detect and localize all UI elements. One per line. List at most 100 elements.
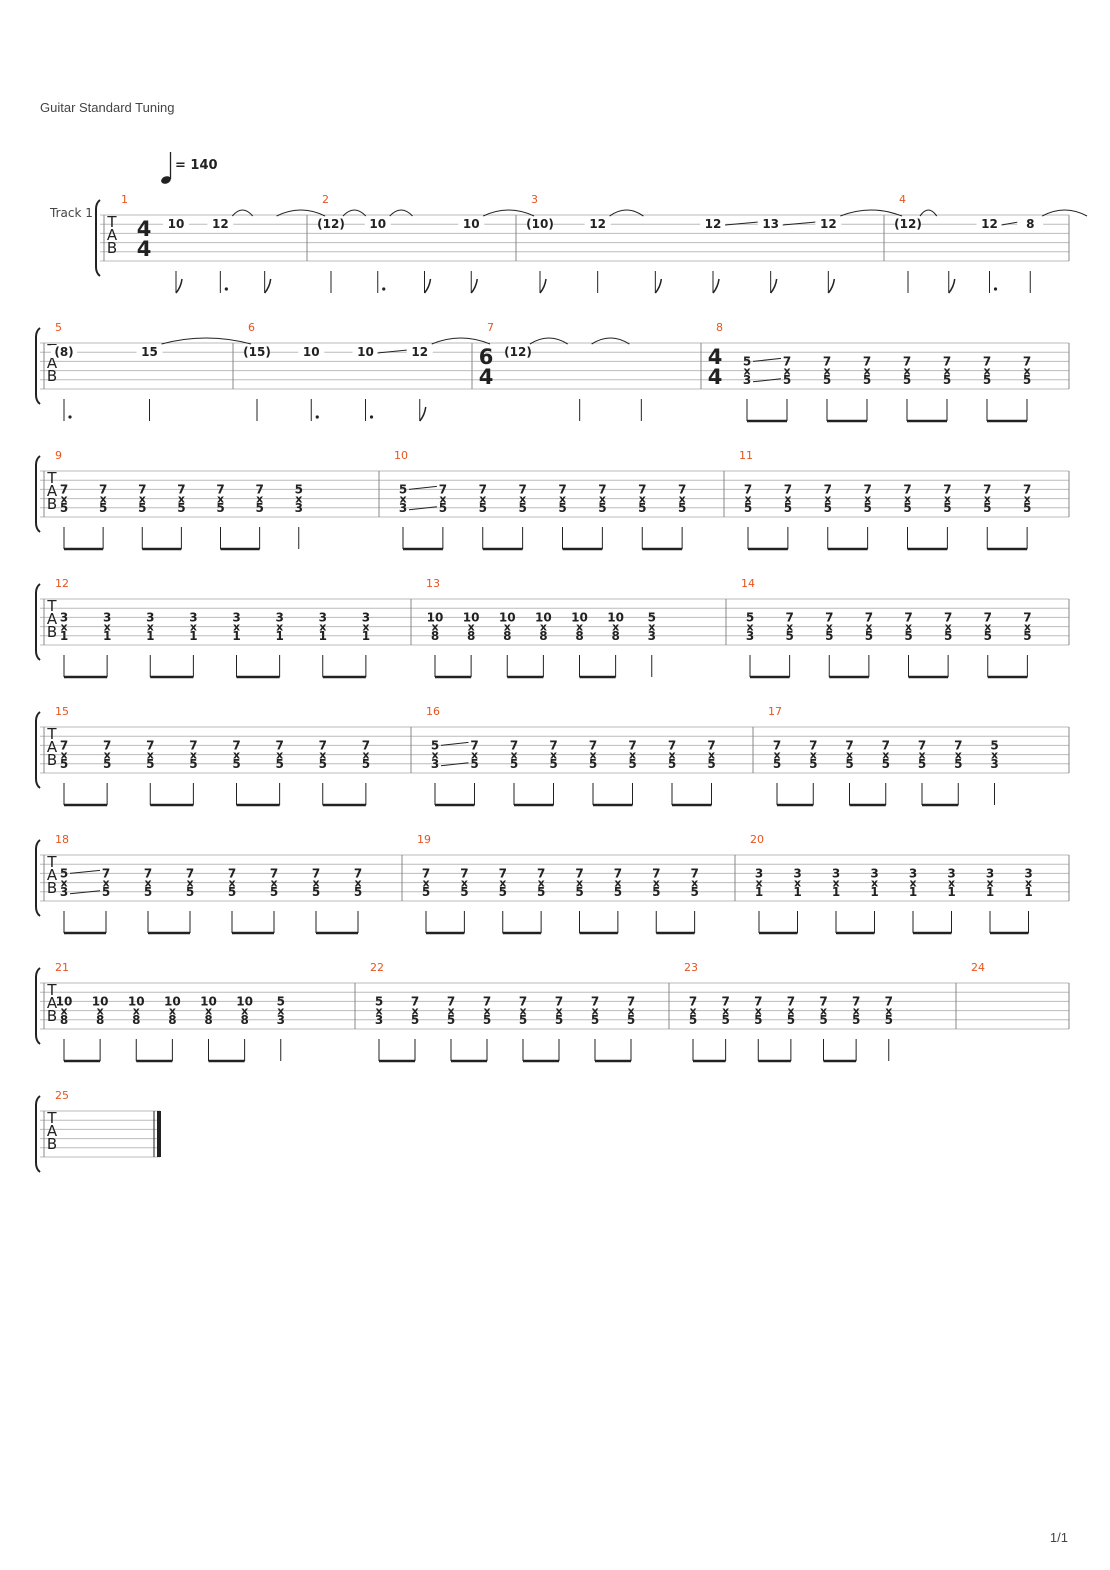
tuning-label: Guitar Standard Tuning bbox=[40, 100, 175, 115]
tab-clef-letter: A bbox=[47, 994, 58, 1012]
fret-number: 8 bbox=[96, 1013, 104, 1027]
dead-note: x bbox=[591, 1005, 598, 1018]
fret-number: 3 bbox=[870, 866, 878, 880]
note-flag bbox=[470, 278, 478, 294]
measure-number: 7 bbox=[487, 321, 494, 334]
fret-number: 5 bbox=[519, 1013, 527, 1027]
fret-number: 5 bbox=[270, 885, 278, 899]
fret-number: 1 bbox=[1024, 885, 1032, 899]
fret-number: 7 bbox=[824, 482, 832, 496]
dead-note: x bbox=[786, 621, 793, 634]
fret-number: 7 bbox=[707, 738, 715, 752]
tab-clef-letter: A bbox=[47, 354, 58, 372]
tie-arc bbox=[161, 337, 252, 345]
fret-number: 7 bbox=[537, 866, 545, 880]
fret-number: 5 bbox=[60, 757, 68, 771]
tab-system: TAB185x37x57x57x57x57x57x57x5197x57x57x5… bbox=[35, 833, 1070, 935]
dead-note: x bbox=[708, 749, 715, 762]
dead-note: x bbox=[986, 877, 993, 890]
measure-number: 16 bbox=[426, 705, 440, 718]
dead-note: x bbox=[233, 621, 240, 634]
tab-clef-letter: A bbox=[47, 482, 58, 500]
fret-number: 5 bbox=[146, 757, 154, 771]
fret-number: 5 bbox=[743, 354, 751, 368]
fret-number: 1 bbox=[986, 885, 994, 899]
fret-number: 7 bbox=[787, 994, 795, 1008]
quarter-note-icon bbox=[161, 176, 171, 184]
fret-number: 8 bbox=[575, 629, 583, 643]
note-flag bbox=[423, 278, 432, 294]
tie-arc bbox=[342, 209, 367, 217]
dead-note: x bbox=[471, 749, 478, 762]
tab-system: TAB97x57x57x57x57x57x55x3105x37x57x57x57… bbox=[35, 449, 1070, 551]
dead-note: x bbox=[178, 493, 185, 506]
dead-note: x bbox=[447, 1005, 454, 1018]
dead-note: x bbox=[823, 365, 830, 378]
dot bbox=[993, 287, 998, 291]
tab-system: TAB157x57x57x57x57x57x57x57x5165x37x57x5… bbox=[35, 705, 1070, 807]
fret-number: 5 bbox=[903, 501, 911, 515]
dead-note: x bbox=[104, 749, 111, 762]
fret-number: 7 bbox=[754, 994, 762, 1008]
fret-number: 5 bbox=[575, 885, 583, 899]
fret-number: 7 bbox=[823, 354, 831, 368]
dead-note: x bbox=[431, 621, 438, 634]
measure-number: 24 bbox=[971, 961, 985, 974]
fret-number: 12 bbox=[212, 217, 229, 231]
dead-note: x bbox=[589, 749, 596, 762]
fret-number: 7 bbox=[598, 482, 606, 496]
fret-number: 5 bbox=[865, 629, 873, 643]
dead-note: x bbox=[439, 493, 446, 506]
dead-note: x bbox=[60, 621, 67, 634]
fret-number: 7 bbox=[744, 482, 752, 496]
fret-bg bbox=[298, 345, 325, 358]
fret-number: 7 bbox=[885, 994, 893, 1008]
fret-number: 5 bbox=[375, 994, 383, 1008]
dead-note: x bbox=[399, 493, 406, 506]
fret-number: 8 bbox=[611, 629, 619, 643]
fret-number: 7 bbox=[614, 866, 622, 880]
fret-number: 3 bbox=[60, 885, 68, 899]
measure-number: 14 bbox=[741, 577, 755, 590]
dead-note: x bbox=[984, 621, 991, 634]
tab-system: TAB2110x810x810x810x810x810x85x3225x37x5… bbox=[35, 961, 1070, 1063]
fret-number: 5 bbox=[483, 1013, 491, 1027]
fret-number: 7 bbox=[627, 994, 635, 1008]
fret-number: 3 bbox=[947, 866, 955, 880]
measure-number: 18 bbox=[55, 833, 69, 846]
dead-note: x bbox=[519, 493, 526, 506]
dead-note: x bbox=[755, 877, 762, 890]
fret-number: 5 bbox=[943, 501, 951, 515]
dead-note: x bbox=[60, 1005, 67, 1018]
tie-arc bbox=[529, 337, 568, 345]
dead-note: x bbox=[104, 621, 111, 634]
tab-clef-letter: T bbox=[46, 597, 57, 615]
dead-note: x bbox=[943, 365, 950, 378]
dead-note: x bbox=[824, 493, 831, 506]
dead-note: x bbox=[576, 877, 583, 890]
slide-line bbox=[377, 349, 408, 354]
dead-note: x bbox=[820, 1005, 827, 1018]
fret-bg bbox=[352, 345, 379, 358]
fret-number: 7 bbox=[689, 994, 697, 1008]
fret-number: 10 bbox=[164, 994, 181, 1008]
fret-number: 7 bbox=[189, 738, 197, 752]
fret-number: 7 bbox=[983, 482, 991, 496]
dead-note: x bbox=[1025, 877, 1032, 890]
fret-number: 5 bbox=[983, 501, 991, 515]
measure: 764(12) bbox=[479, 321, 702, 421]
dead-note: x bbox=[826, 621, 833, 634]
dead-note: x bbox=[217, 493, 224, 506]
fret-number: 7 bbox=[809, 738, 817, 752]
fret-number: 3 bbox=[399, 501, 407, 515]
fret-number: 8 bbox=[1026, 217, 1034, 231]
fret-number: 5 bbox=[773, 757, 781, 771]
dead-note: x bbox=[461, 877, 468, 890]
dead-note: x bbox=[147, 749, 154, 762]
dead-note: x bbox=[863, 365, 870, 378]
